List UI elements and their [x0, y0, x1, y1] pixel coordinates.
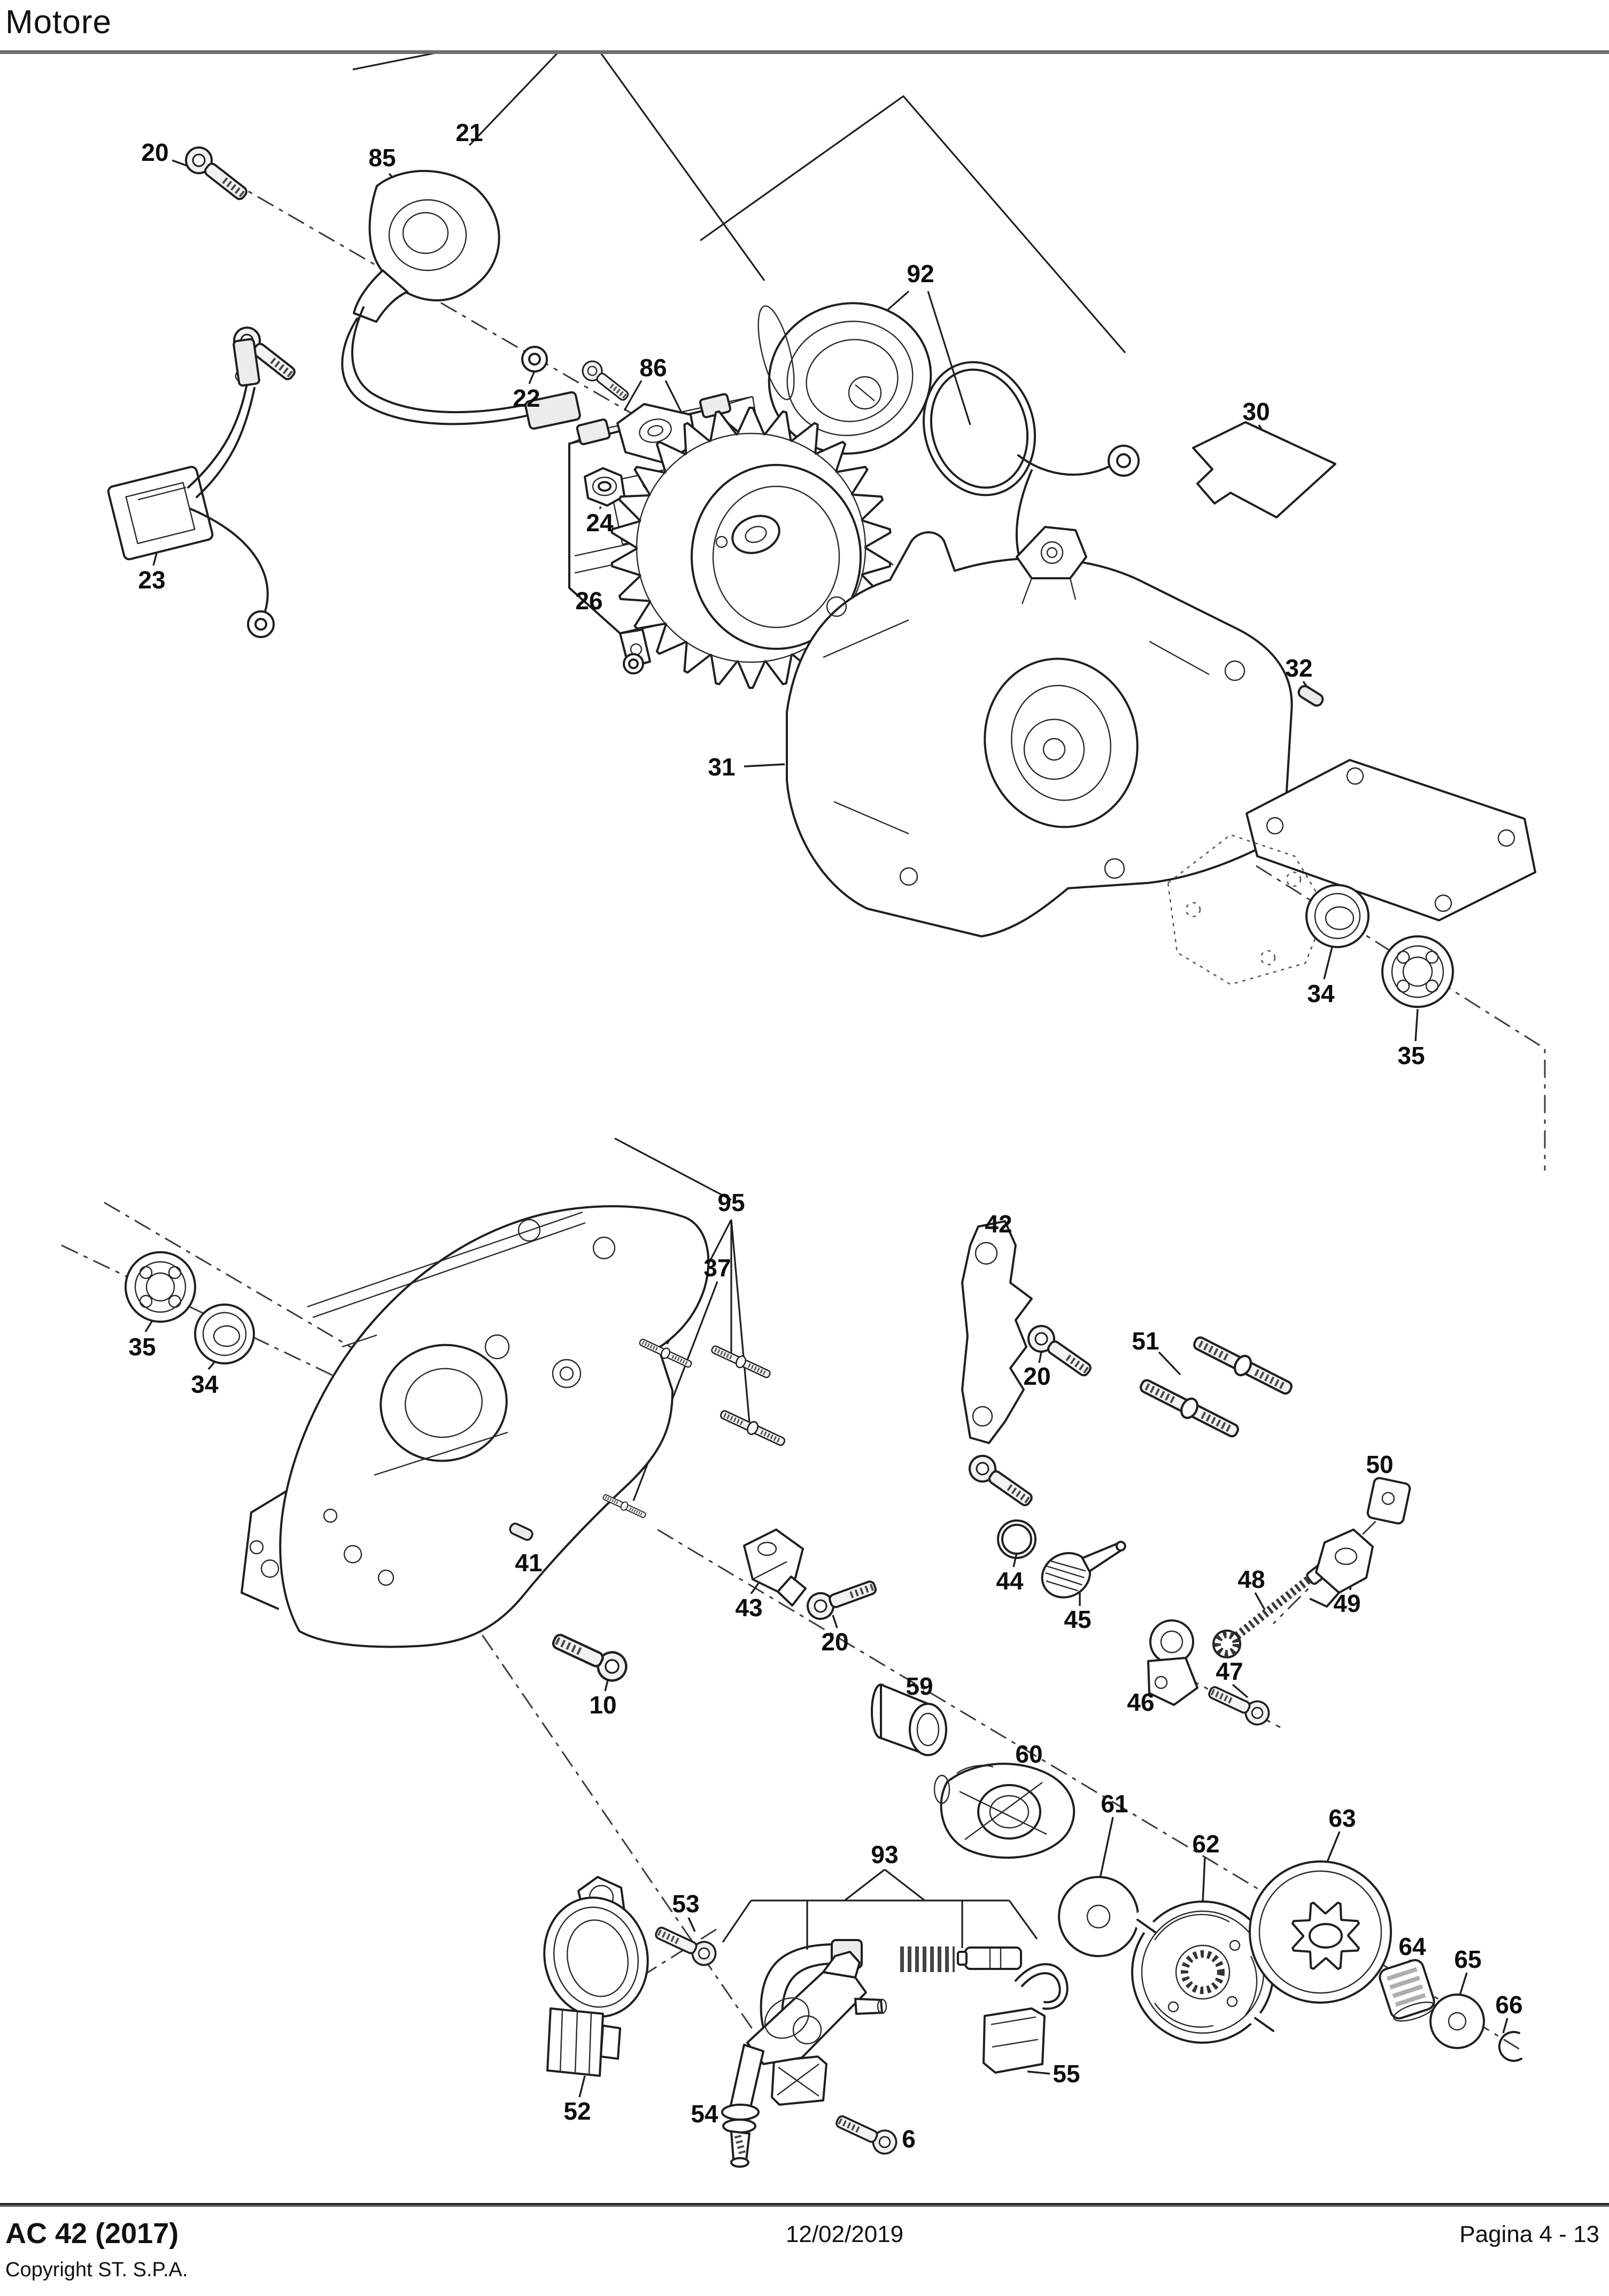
bushing-59-drawing	[871, 1684, 947, 1756]
clutch-62-drawing	[1130, 1901, 1275, 2044]
pivot-46-drawing	[1147, 1619, 1198, 1706]
part-label-24: 24	[586, 509, 614, 537]
part-label-21: 21	[455, 119, 483, 146]
oring-44-drawing	[997, 1519, 1036, 1559]
part-label-50: 50	[1366, 1450, 1394, 1478]
part-label-51: 51	[1132, 1327, 1159, 1355]
bolt-20c-drawing	[804, 1574, 879, 1623]
bolt-20b2-drawing	[965, 1451, 1038, 1512]
part-label-32: 32	[1285, 654, 1313, 682]
part-label-41: 41	[515, 1549, 543, 1577]
exploded-diagram: 20 85 21 92 86 22 30 24 23 26 32 31 34 35 95 42 37 35 34 51…	[0, 54, 1609, 2202]
part-label-37: 37	[703, 1254, 731, 1282]
part-label-62: 62	[1192, 1830, 1220, 1858]
part-label-47: 47	[1216, 1657, 1243, 1685]
washer-22-drawing	[521, 346, 644, 674]
gasket-30-drawing	[1192, 421, 1336, 518]
part-label-54: 54	[691, 2100, 718, 2128]
part-label-63: 63	[1328, 1804, 1356, 1832]
part-label-34-a: 34	[1307, 980, 1335, 1007]
part-label-20-c: 20	[821, 1628, 849, 1656]
bolt-53-drawing	[652, 1921, 720, 1968]
part-label-23: 23	[138, 566, 166, 594]
clamp-43-drawing	[743, 1529, 807, 1607]
part-label-59: 59	[906, 1672, 933, 1700]
title-divider	[0, 50, 1609, 54]
flywheel-drawing	[610, 407, 892, 689]
fuel-cap-drawing	[757, 302, 1140, 592]
footer-page: Pagina 4 - 13	[1459, 2221, 1599, 2247]
part-label-53: 53	[672, 1890, 700, 1918]
chain-catcher-drawing	[961, 1220, 1033, 1444]
snap-ring-drawing	[1498, 2031, 1522, 2062]
spark-plug-boot-drawing	[341, 169, 581, 430]
oil-pump-body-drawing	[721, 1951, 887, 2168]
crankcase-gaskets-drawing	[1167, 759, 1536, 986]
part-label-64: 64	[1398, 1933, 1426, 1960]
part-label-61: 61	[1101, 1790, 1128, 1818]
part-label-65: 65	[1454, 1945, 1482, 1973]
bolt-47-drawing	[1205, 1680, 1273, 1728]
part-label-30: 30	[1242, 398, 1270, 425]
seal-34b-drawing	[194, 1304, 255, 1364]
part-label-43: 43	[735, 1594, 763, 1622]
worm-gear-drawing	[1041, 1540, 1126, 1599]
bearing-35a-drawing	[1381, 935, 1454, 1008]
part-label-46: 46	[1127, 1688, 1155, 1716]
part-label-44: 44	[996, 1567, 1024, 1595]
bolt-10-drawing	[548, 1627, 631, 1685]
part-label-26: 26	[575, 587, 603, 615]
stop-switch-drawing	[107, 338, 275, 638]
part-label-55: 55	[1053, 2060, 1080, 2088]
part-label-35-a: 35	[1397, 1042, 1425, 1069]
part-label-20-a: 20	[141, 138, 169, 166]
part-label-85: 85	[368, 144, 396, 172]
part-label-35-b: 35	[128, 1333, 156, 1361]
footer-copyright: Copyright ST. S.P.A.	[5, 2259, 188, 2281]
worm-housing-drawing	[543, 1876, 649, 2077]
part-label-45: 45	[1064, 1605, 1092, 1633]
needle-bearing-drawing	[1379, 1959, 1436, 2022]
bar-studs-drawing	[1138, 1332, 1295, 1441]
bearing-35b-drawing	[125, 1251, 196, 1323]
part-label-42: 42	[985, 1210, 1012, 1238]
part-label-20-b: 20	[1023, 1362, 1051, 1390]
washer-65-drawing	[1429, 1994, 1485, 2049]
part-label-10: 10	[589, 1691, 617, 1719]
footer-model: AC 42 (2017)	[5, 2217, 179, 2250]
part-label-95: 95	[717, 1189, 745, 1216]
pin-32-drawing	[1295, 682, 1326, 709]
washer-61-drawing	[1058, 1876, 1139, 1957]
part-label-93: 93	[871, 1841, 899, 1868]
part-label-49: 49	[1333, 1589, 1361, 1617]
clutch-drum-drawing	[1249, 1860, 1392, 2004]
hose-clip-drawing	[983, 1963, 1069, 2074]
part-label-34-b: 34	[191, 1370, 219, 1398]
group-bracket-lines	[352, 54, 1126, 1950]
part-label-92: 92	[907, 260, 934, 288]
seal-34a-drawing	[1305, 884, 1370, 948]
tensioner-bracket-drawing	[1310, 1529, 1374, 1608]
tensioner-screw-drawing	[1212, 1562, 1330, 1658]
part-label-52: 52	[563, 2097, 591, 2125]
crankcase-31-drawing	[786, 526, 1293, 937]
crankcase-half-drawing	[241, 1205, 710, 1648]
part-label-60: 60	[1015, 1740, 1043, 1768]
part-label-22: 22	[513, 384, 540, 412]
footer-date: 12/02/2019	[785, 2221, 904, 2247]
part-label-66: 66	[1495, 1991, 1523, 2019]
footer-divider	[0, 2203, 1609, 2207]
oil-pump-60-drawing	[933, 1763, 1076, 1859]
part-label-6: 6	[902, 2125, 916, 2153]
square-nut-drawing	[1366, 1477, 1411, 1525]
bolt-6-drawing	[833, 2109, 900, 2157]
part-label-86: 86	[639, 354, 667, 382]
part-label-31: 31	[708, 753, 736, 781]
part-label-48: 48	[1237, 1565, 1265, 1593]
diagram-artwork	[61, 54, 1546, 2168]
page-title: Motore	[5, 4, 112, 41]
